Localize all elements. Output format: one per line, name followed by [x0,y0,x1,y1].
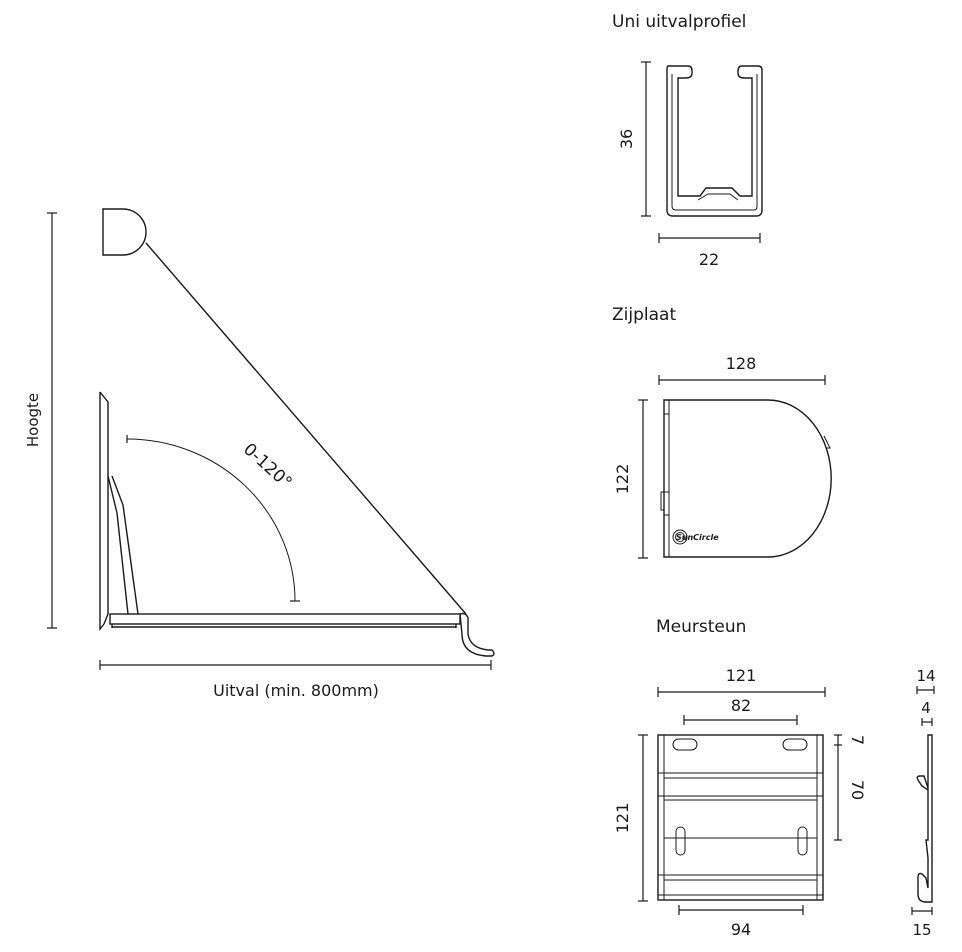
bracket-hole-spacing-dimension [683,715,798,725]
bracket-side-profile [916,734,933,903]
angle-arc [126,435,300,602]
front-profile-hook [459,612,495,657]
profile-width-dimension [658,233,761,243]
bracket-slot-right [797,826,808,856]
bracket-bottom-width-dimension [678,905,804,915]
height-dimension [47,212,57,629]
bracket-slot-top-right [782,738,808,751]
angle-label: 0-120° [239,439,295,493]
cassette-housing [102,208,147,256]
projection-label: Uitval (min. 800mm) [213,681,379,700]
bracket-height-dimension [638,734,648,902]
window-frame [99,391,139,631]
profile-title: Uni uitvalprofiel [612,12,746,32]
side-lip-value: 4 [921,699,931,717]
bracket-top-offset-dimension [834,734,842,746]
wall-bracket-title: Meursteun [656,617,746,637]
side-dimension-14 [916,686,935,694]
height-label: Hoogte [24,393,42,447]
bracket-outer-width-value: 121 [726,666,757,685]
bracket-plate [657,734,824,901]
awning-arm [145,242,467,615]
side-dimension-4 [921,718,933,726]
bracket-vertical-spacing-dimension [834,745,842,841]
side-top-value: 14 [916,667,935,685]
profile-height-dimension [641,61,651,217]
side-plate-width-value: 128 [726,354,757,373]
bracket-bottom-width-value: 94 [731,920,751,939]
side-plate-shape [663,399,832,558]
bracket-hole-spacing-value: 82 [731,696,751,715]
bracket-slot-top-left [672,738,698,751]
profile-shape [666,65,763,217]
bracket-top-offset-value: 7 [848,735,867,745]
bracket-height-value: 121 [613,803,632,834]
side-plate-width-dimension [658,375,826,385]
bracket-vertical-spacing-value: 70 [848,780,867,800]
side-plate-height-value: 122 [613,464,632,495]
projection-dimension [99,660,492,670]
main-awning-drawing: Hoogte 0-120° [24,208,495,700]
side-plate-section: Zijplaat 128 122 SunCircle [612,305,832,559]
side-dimension-15 [911,907,933,915]
profile-inner-wall [671,74,758,211]
profile-width-value: 22 [699,250,719,269]
bracket-outer-width-dimension [657,687,826,697]
side-plate-title: Zijplaat [612,305,676,325]
profile-section: Uni uitvalprofiel 36 22 [612,12,763,269]
side-bottom-value: 15 [912,921,931,939]
profile-groove [697,193,739,201]
suncircle-logo-text: SunCircle [676,533,719,542]
suncircle-logo: SunCircle [672,529,719,545]
wall-bracket-section: Meursteun 121 82 121 [613,617,936,939]
bottom-rail [109,613,461,628]
side-plate-height-dimension [638,399,648,559]
profile-height-value: 36 [617,129,636,149]
bracket-slot-left [675,826,686,856]
